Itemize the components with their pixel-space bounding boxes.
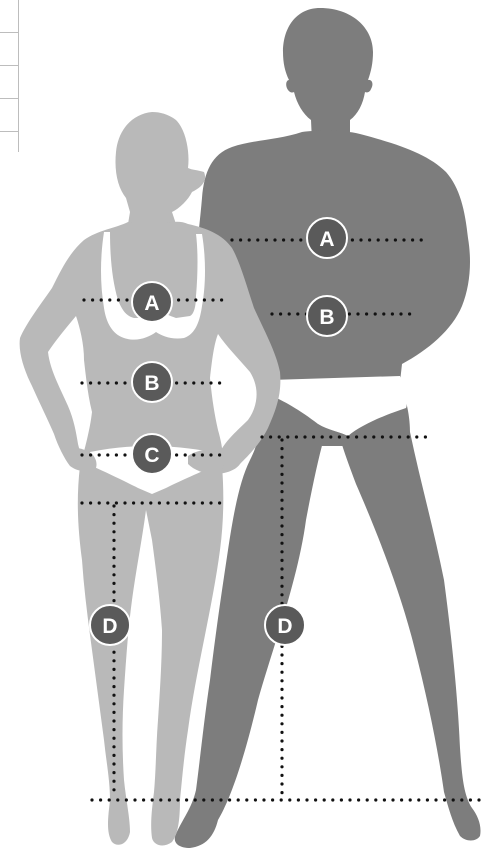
man-marker-a: A: [307, 218, 347, 258]
man-marker-b-label: B: [319, 306, 334, 329]
man-head: [283, 8, 373, 150]
man-silhouette: [175, 8, 481, 848]
man-marker-a-label: A: [319, 228, 334, 251]
woman-marker-d-label: D: [102, 615, 117, 638]
woman-marker-c: C: [132, 434, 172, 474]
woman-marker-c-label: C: [144, 444, 159, 467]
woman-marker-b: B: [132, 362, 172, 402]
woman-marker-b-label: B: [144, 372, 159, 395]
woman-head: [115, 112, 205, 224]
woman-marker-a: A: [132, 282, 172, 322]
man-marker-d-label: D: [277, 615, 292, 638]
man-marker-d: D: [265, 605, 305, 645]
woman-marker-d: D: [90, 605, 130, 645]
woman-marker-a-label: A: [144, 292, 159, 315]
man-marker-b: B: [307, 296, 347, 336]
